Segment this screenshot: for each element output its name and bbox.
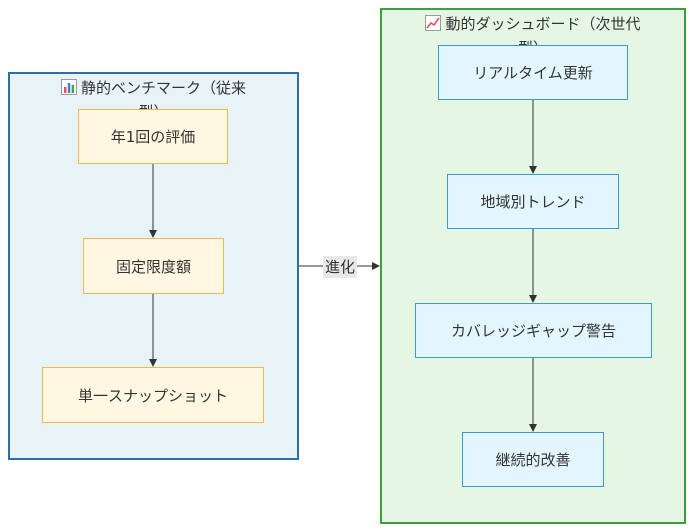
evolution-edge-label: 進化 xyxy=(323,256,358,278)
node-annual-evaluation: 年1回の評価 xyxy=(78,109,228,164)
node-fixed-limit: 固定限度額 xyxy=(83,238,224,294)
trend-up-chart-icon xyxy=(425,14,442,31)
node-continuous-improvement: 継続的改善 xyxy=(462,432,604,487)
node-coverage-gap-alert: カバレッジギャップ警告 xyxy=(415,303,652,358)
bar-chart-icon xyxy=(60,78,77,95)
node-realtime-update: リアルタイム更新 xyxy=(438,45,628,100)
node-single-snapshot: 単一スナップショット xyxy=(42,367,264,423)
node-regional-trend: 地域別トレンド xyxy=(447,174,619,229)
